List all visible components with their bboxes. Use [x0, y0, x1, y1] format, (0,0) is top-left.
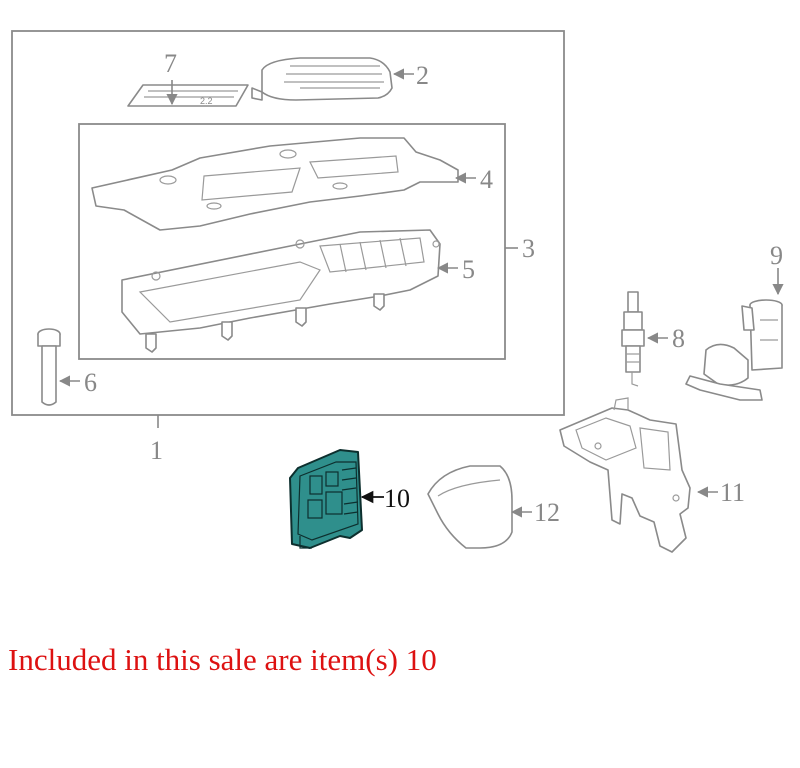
part-4-engine-cover	[91, 137, 476, 231]
part-8-spark-plug	[621, 291, 668, 387]
part-9-sensor	[685, 268, 784, 401]
assembly-frame-outer	[11, 30, 565, 428]
part-11-bracket	[559, 397, 718, 553]
callout-6: 6	[84, 368, 97, 397]
callout-9: 9	[770, 241, 783, 270]
assembly-frame-inner	[78, 123, 518, 360]
part-6-bolt	[37, 328, 80, 406]
part-7-label-plate: 2.2	[127, 80, 249, 107]
part-10-control-module	[289, 449, 384, 549]
callout-4: 4	[480, 165, 493, 194]
callout-2: 2	[416, 61, 429, 90]
callout-5: 5	[462, 255, 475, 284]
part-2-module-cover	[251, 57, 414, 101]
callout-7: 7	[164, 49, 177, 78]
label-plate-text: 2.2	[200, 96, 213, 106]
callout-12: 12	[534, 498, 560, 527]
included-items-note: Included in this sale are item(s) 10	[8, 642, 437, 677]
callout-11: 11	[720, 478, 745, 507]
part-5-coil-rail	[121, 229, 458, 353]
parts-diagram: 2.2	[11, 30, 784, 553]
callout-8: 8	[672, 324, 685, 353]
callout-10: 10	[384, 484, 410, 513]
callout-3: 3	[522, 234, 535, 263]
callout-1: 1	[150, 436, 163, 465]
part-12-trim-cap	[427, 465, 532, 549]
